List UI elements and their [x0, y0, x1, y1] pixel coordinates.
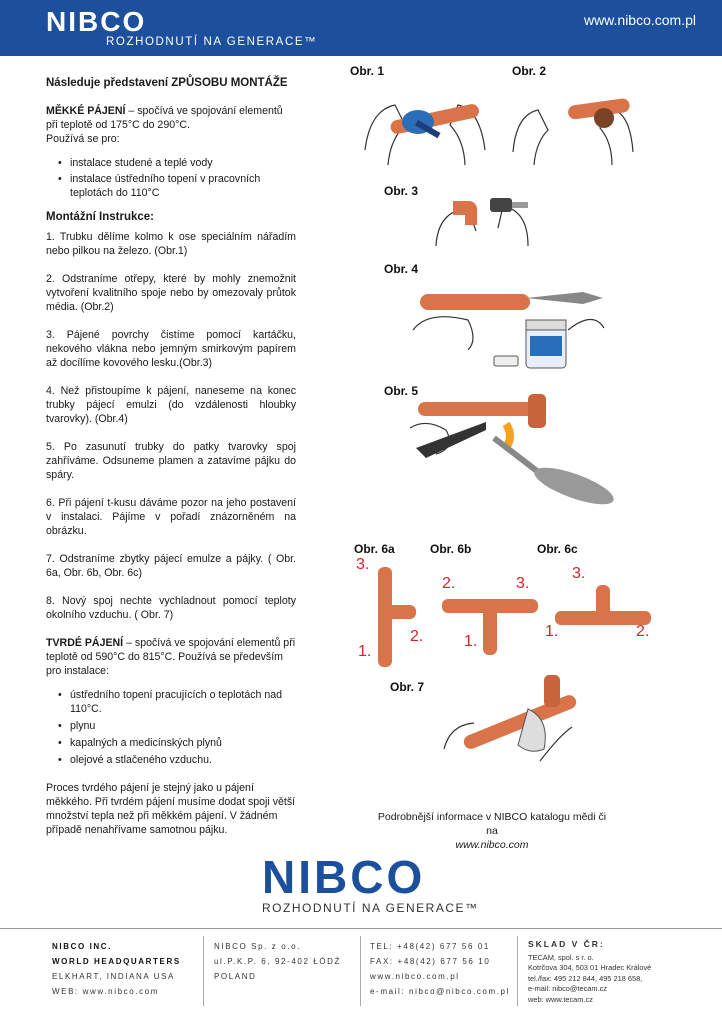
fig7-cooling-illustration [443, 675, 577, 762]
order-number-6a-3: 3. [356, 556, 370, 573]
list-item: olejové a stlačeného vzduchu. [58, 753, 296, 767]
order-number-6a-2: 2. [410, 628, 424, 645]
fig-label-obr5: Obr. 5 [384, 384, 419, 398]
hard-uses-list: ústředního topení pracujících o teplotác… [58, 688, 296, 767]
footer-address-pl: ul.P.K.P. 6, 92-402 ŁÓDŹ [214, 957, 342, 966]
instructions-title: Montážní Instrukce: [46, 211, 154, 223]
step-item: 2. Odstraníme otřepy, které by mohly zne… [46, 273, 296, 313]
footer-col-poland: NIBCO Sp. z o.o. ul.P.K.P. 6, 92-402 ŁÓD… [214, 939, 341, 984]
instructions-column: Následuje představení ZPŮSOBU MONTÁŽE MĚ… [46, 72, 296, 837]
fig-label-obr6a: Obr. 6a [354, 542, 395, 556]
fig-label-obr6b: Obr. 6b [430, 542, 472, 556]
hard-soldering-desc: – spočívá ve spojování elementů při tepl… [46, 637, 296, 677]
order-number-6c-2: 2. [636, 623, 650, 640]
fig4-flux-illustration [412, 292, 605, 369]
footer-web-pl[interactable]: www.nibco.com.pl [370, 972, 460, 981]
fig5-heating-illustration [409, 394, 614, 505]
fig-label-obr2: Obr. 2 [512, 64, 547, 78]
list-item: instalace studené a teplé vody [58, 156, 296, 170]
order-number-6a-1: 1. [358, 643, 372, 660]
footer-cz-address: Kotrčova 304, 503 01 Hradec Králové [528, 963, 652, 972]
footer-cz-phone: tel./fax: 495 212 844, 495 218 658, [528, 973, 643, 983]
footer-hq: WORLD HEADQUARTERS [52, 957, 181, 966]
big-logo-tagline: ROZHODNUTÍ NA GENERACE™ [262, 901, 479, 915]
fig-label-obr6c: Obr. 6c [537, 542, 578, 556]
list-item: plynu [58, 719, 296, 733]
step-item: 8. Nový spoj nechte vychladnout pomocí t… [46, 595, 296, 621]
soft-soldering-section: MĚKKÉ PÁJENÍ – spočívá ve spojování elem… [46, 104, 296, 200]
footer-col-hq: NIBCO INC. WORLD HEADQUARTERS ELKHART, I… [52, 939, 181, 999]
step-item: 3. Pájené povrchy čistíme pomocí kartáčk… [46, 329, 296, 369]
fig-label-obr7: Obr. 7 [390, 680, 425, 694]
footer-company-pl: NIBCO Sp. z o.o. [214, 942, 301, 951]
step-item: 5. Po zasunutí trubky do patky tvarovky … [46, 441, 296, 481]
step-item: 1. Trubku dělíme kolmo k ose speciálním … [46, 231, 296, 257]
soft-soldering-title: MĚKKÉ PÁJENÍ [46, 105, 126, 117]
nibco-logo: NIBCO [46, 6, 147, 37]
nibco-big-logo: NIBCO ROZHODNUTÍ NA GENERACE™ [262, 853, 479, 915]
tagline: ROZHODNUTÍ NA GENERACE™ [106, 36, 318, 48]
order-number-6b-2: 2. [442, 575, 456, 592]
header-banner: NIBCO ROZHODNUTÍ NA GENERACE™ www.nibco.… [0, 0, 722, 56]
footer-web[interactable]: WEB: www.nibco.com [52, 987, 160, 996]
step-item: 4. Než přistoupíme k pájení, naneseme na… [46, 385, 296, 425]
list-item: ústředního topení pracujících o teplotác… [58, 688, 296, 716]
hard-soldering-title: TVRDÉ PÁJENÍ [46, 637, 124, 649]
instructions-list: 1. Trubku dělíme kolmo k ose speciálním … [46, 230, 296, 622]
footer-cz-email[interactable]: e-mail: nibco@tecam.cz [528, 984, 607, 993]
fig-label-obr4: Obr. 4 [384, 262, 419, 276]
more-info: Podrobnější informace v NIBCO katalogu m… [372, 810, 612, 852]
hard-soldering-section: TVRDÉ PÁJENÍ – spočívá ve spojování elem… [46, 636, 296, 837]
order-number-6c-3: 3. [572, 565, 586, 582]
soft-uses-label: Používá se pro: [46, 133, 120, 145]
soft-uses-list: instalace studené a teplé vody instalace… [58, 156, 296, 200]
footer-col-cz: SKLAD V ČR: TECAM, spol. s r. o. Kotrčov… [528, 939, 651, 1005]
step-item: 6. Při pájení t-kusu dáváme pozor na jeh… [46, 497, 296, 537]
order-number-6c-1: 1. [545, 623, 559, 640]
intro-heading: Následuje představení ZPŮSOBU MONTÁŽE [46, 77, 288, 89]
fig2-deburr-illustration [512, 98, 634, 166]
big-logo-name: NIBCO [262, 851, 426, 903]
footer-email[interactable]: e-mail: nibco@nibco.com.pl [370, 987, 510, 996]
footer-city: ELKHART, INDIANA USA [52, 972, 175, 981]
footer-divider [203, 936, 204, 1006]
list-item: kapalných a medicínských plynů [58, 736, 296, 750]
footer-col-contact: TEL: +48(42) 677 56 01 FAX: +48(42) 677 … [370, 939, 510, 999]
footer-divider [360, 936, 361, 1006]
more-info-text: Podrobnější informace v NIBCO katalogu m… [377, 811, 607, 837]
more-info-link[interactable]: www.nibco.com [455, 839, 529, 851]
footer: NIBCO INC. WORLD HEADQUARTERS ELKHART, I… [0, 928, 722, 1025]
fig-label-obr1: Obr. 1 [350, 64, 385, 78]
hard-soldering-outro: Proces tvrdého pájení je stejný jako u p… [46, 782, 296, 836]
footer-cz-company: TECAM, spol. s r. o. [528, 952, 594, 962]
order-number-6b-3: 3. [516, 575, 530, 592]
footer-fax: FAX: +48(42) 677 56 10 [370, 957, 491, 966]
footer-country-pl: POLAND [214, 972, 257, 981]
order-number-6b-1: 1. [464, 633, 478, 650]
soft-soldering-desc: – spočívá ve spojování elementů při tepl… [46, 105, 283, 131]
fig6b-tee-illustration [442, 599, 538, 655]
fig3-cleaning-illustration [435, 198, 529, 247]
fig1-pipe-cutter-illustration [364, 104, 486, 166]
footer-tel: TEL: +48(42) 677 56 01 [370, 942, 490, 951]
website-url: www.nibco.com.pl [583, 12, 696, 28]
list-item: instalace ústředního topení v pracovních… [58, 172, 296, 200]
footer-cz-heading: SKLAD V ČR: [528, 939, 605, 949]
step-item: 7. Odstraníme zbytky pájecí emulze a páj… [46, 553, 296, 579]
footer-divider [517, 936, 518, 1006]
footer-company: NIBCO INC. [52, 942, 112, 951]
fig6a-tee-illustration [378, 567, 416, 667]
fig-label-obr3: Obr. 3 [384, 184, 419, 198]
footer-cz-web[interactable]: web: www.tecam.cz [528, 994, 593, 1004]
fig6c-tee-illustration [555, 585, 651, 625]
